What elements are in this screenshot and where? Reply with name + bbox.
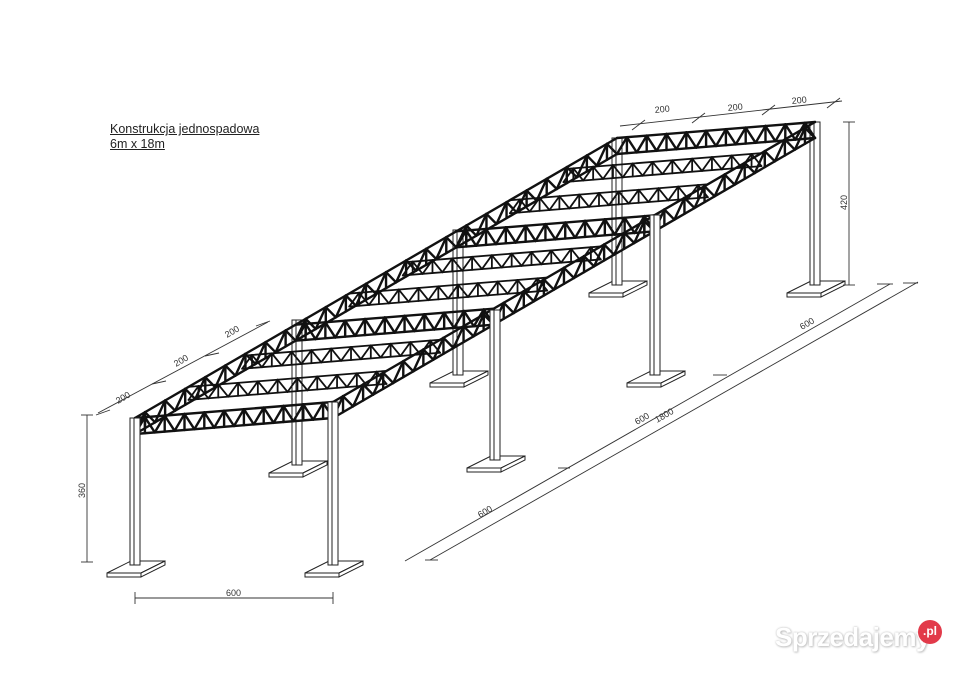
watermark-logo: Sprzedajemy	[775, 622, 930, 652]
base-plates	[106, 280, 846, 578]
watermark-badge: .pl	[918, 620, 942, 644]
dim-left-2: 200	[172, 353, 190, 369]
dim-top-2: 200	[727, 101, 743, 113]
dimension-lines	[81, 97, 919, 604]
dim-length-2: 600	[633, 411, 651, 427]
dim-top-1: 200	[654, 103, 670, 115]
roof-trusses	[133, 120, 817, 436]
dim-length-3: 600	[798, 316, 816, 332]
title-line-2: 6m x 18m	[110, 137, 165, 151]
dim-left-3: 200	[223, 324, 241, 340]
dim-height-high: 420	[839, 195, 849, 210]
columns-front	[129, 214, 661, 566]
title-line-1: Konstrukcja jednospadowa	[110, 122, 260, 136]
dim-height-low: 360	[77, 483, 87, 498]
dim-top-3: 200	[791, 94, 807, 106]
dim-length-1: 600	[476, 504, 494, 520]
dim-left-1: 200	[114, 390, 132, 406]
dim-width-bottom: 600	[226, 588, 241, 598]
drawing-title: Konstrukcja jednospadowa 6m x 18m	[110, 122, 259, 152]
